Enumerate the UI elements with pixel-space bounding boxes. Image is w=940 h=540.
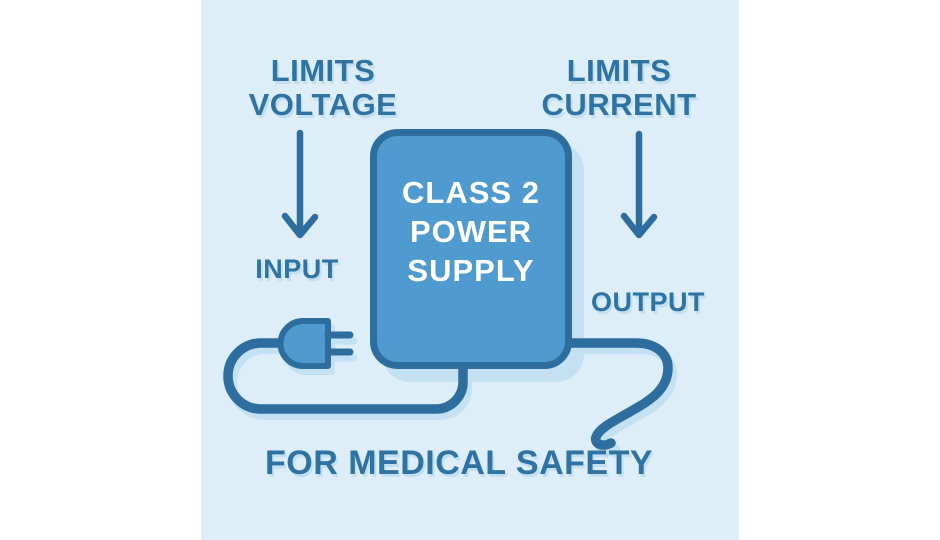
- input-cord: [223, 338, 468, 414]
- output-cord-shadow: [567, 344, 678, 457]
- output-cord: [563, 338, 673, 450]
- limits-current-line1: LIMITS: [566, 53, 672, 88]
- caption: FOR MEDICAL SAFETY: [264, 444, 654, 482]
- limits-voltage-line2: VOLTAGE: [248, 87, 398, 122]
- plug-prongs: [324, 331, 354, 356]
- limits-current-annotation: LIMITS CURRENT: [541, 54, 696, 122]
- box-label-line1: CLASS 2: [402, 175, 540, 210]
- limits-voltage-annotation: LIMITS VOLTAGE: [249, 54, 398, 122]
- limits-voltage-line1: LIMITS: [270, 53, 376, 88]
- limits-current-line2: CURRENT: [541, 87, 697, 122]
- limits-current-down-arrow-icon: [620, 130, 658, 239]
- plug-icon: [277, 318, 358, 375]
- box-label-line3: SUPPLY: [407, 253, 535, 288]
- power-supply-box-label: CLASS 2 POWER SUPPLY: [370, 129, 572, 369]
- power-supply-box: [370, 129, 572, 369]
- box-label-line2: POWER: [409, 214, 533, 249]
- input-label: INPUT: [255, 254, 339, 284]
- limits-voltage-down-arrow-icon: [281, 129, 319, 239]
- output-label: OUTPUT: [591, 287, 705, 317]
- plug-body: [277, 318, 331, 369]
